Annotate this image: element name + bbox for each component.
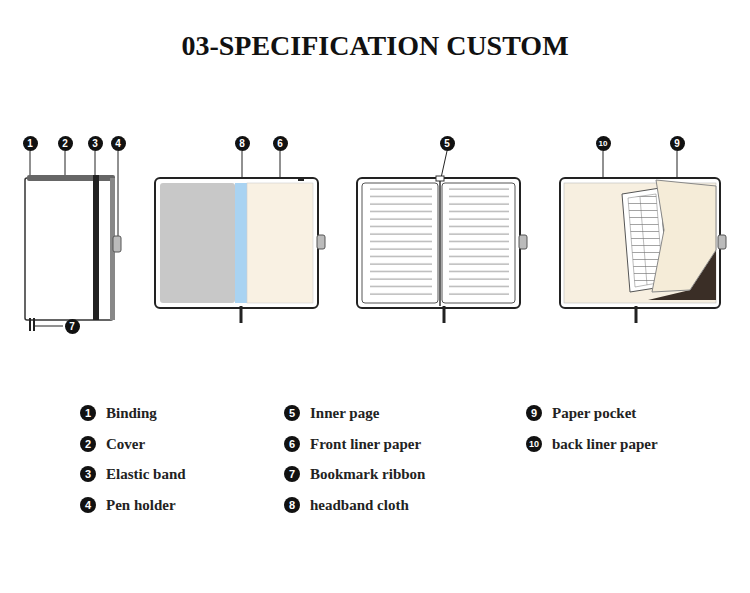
callout-number: 1 bbox=[80, 405, 96, 421]
part-name: headband cloth bbox=[310, 497, 409, 514]
part-name: Elastic band bbox=[106, 466, 186, 483]
callout-number: 6 bbox=[273, 136, 288, 151]
callout-number: 8 bbox=[235, 136, 250, 151]
inner-page-notebook bbox=[357, 176, 527, 323]
part-name: Bookmark ribbon bbox=[310, 466, 425, 483]
callout-number: 5 bbox=[284, 405, 300, 421]
part-name: Inner page bbox=[310, 405, 379, 422]
callout-number: 4 bbox=[80, 497, 96, 513]
callout-number: 5 bbox=[440, 136, 455, 151]
part-name: back liner paper bbox=[552, 436, 658, 453]
callout-number: 10 bbox=[526, 436, 542, 452]
callout-number: 2 bbox=[80, 436, 96, 452]
part-name: Paper pocket bbox=[552, 405, 636, 422]
callout-number: 4 bbox=[111, 136, 126, 151]
front-liner-notebook bbox=[155, 178, 325, 323]
part-name: Binding bbox=[106, 405, 157, 422]
callout-number: 2 bbox=[58, 136, 73, 151]
callout-number: 10 bbox=[596, 136, 611, 151]
callout-number: 6 bbox=[284, 436, 300, 452]
callout-number: 3 bbox=[80, 466, 96, 482]
closed-notebook bbox=[25, 175, 121, 331]
callout-number: 9 bbox=[670, 136, 685, 151]
callout-number: 1 bbox=[23, 136, 38, 151]
callout-number: 7 bbox=[65, 319, 80, 334]
part-name: Pen holder bbox=[106, 497, 176, 514]
title: 03-SPECIFICATION CUSTOM bbox=[181, 30, 568, 62]
callout-number: 8 bbox=[284, 497, 300, 513]
callout-number: 9 bbox=[526, 405, 542, 421]
part-name: Front liner paper bbox=[310, 436, 421, 453]
callout-number: 7 bbox=[284, 466, 300, 482]
callout-number: 3 bbox=[88, 136, 103, 151]
part-name: Cover bbox=[106, 436, 145, 453]
back-pocket-notebook bbox=[560, 178, 726, 323]
